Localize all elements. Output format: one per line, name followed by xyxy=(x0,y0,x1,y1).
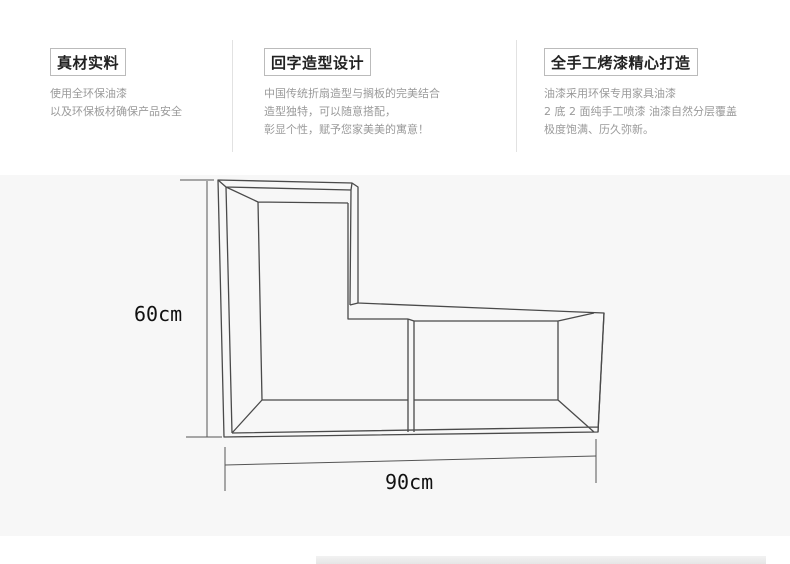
feature-line: 2 底 2 面纯手工喷漆 油漆自然分层覆盖 xyxy=(544,105,737,118)
feature-description: 中国传统折扇造型与搁板的完美结合 造型独特，可以随意搭配， 彰显个性，赋予您家美… xyxy=(264,85,440,139)
diagram-area xyxy=(0,175,790,536)
width-dim-line xyxy=(224,455,597,466)
shelf-lower-compartment xyxy=(414,312,595,433)
shelf-floor xyxy=(231,312,605,434)
feature-paint: 全手工烤漆精心打造 油漆采用环保专用家具油漆 2 底 2 面纯手工喷漆 油漆自然… xyxy=(544,48,737,139)
feature-description: 使用全环保油漆 以及环保板材确保产品安全 xyxy=(50,85,182,121)
feature-line: 中国传统折扇造型与搁板的完美结合 xyxy=(264,87,440,100)
bottom-shadow xyxy=(316,556,766,564)
feature-line: 造型独特，可以随意搭配， xyxy=(264,105,396,118)
feature-line: 使用全环保油漆 xyxy=(50,87,127,100)
shelf-upper-compartment xyxy=(225,186,349,434)
feature-design: 回字造型设计 中国传统折扇造型与搁板的完美结合 造型独特，可以随意搭配， 彰显个… xyxy=(264,48,440,139)
feature-title: 全手工烤漆精心打造 xyxy=(544,48,698,76)
shelf-inner-back xyxy=(262,203,408,401)
divider xyxy=(516,40,517,152)
feature-title: 真材实料 xyxy=(50,48,127,76)
shelf-divider xyxy=(407,318,415,432)
shelf-outer-outline xyxy=(217,179,605,438)
width-label: 90cm xyxy=(385,470,434,494)
feature-description: 油漆采用环保专用家具油漆 2 底 2 面纯手工喷漆 油漆自然分层覆盖 极度饱满、… xyxy=(544,85,737,139)
feature-line: 极度饱满、历久弥新。 xyxy=(544,123,654,136)
feature-title: 回字造型设计 xyxy=(264,48,372,76)
height-label: 60cm xyxy=(134,302,183,326)
feature-line: 以及环保板材确保产品安全 xyxy=(50,105,182,118)
feature-line: 油漆采用环保专用家具油漆 xyxy=(544,87,676,100)
divider xyxy=(232,40,233,152)
feature-band: 真材实料 使用全环保油漆 以及环保板材确保产品安全 回字造型设计 中国传统折扇造… xyxy=(0,0,790,175)
shelf-depth-lines xyxy=(217,179,359,306)
feature-line: 彰显个性，赋予您家美美的寓意！ xyxy=(264,123,429,136)
shelf-diagram xyxy=(180,179,605,491)
feature-solid-material: 真材实料 使用全环保油漆 以及环保板材确保产品安全 xyxy=(50,48,182,121)
